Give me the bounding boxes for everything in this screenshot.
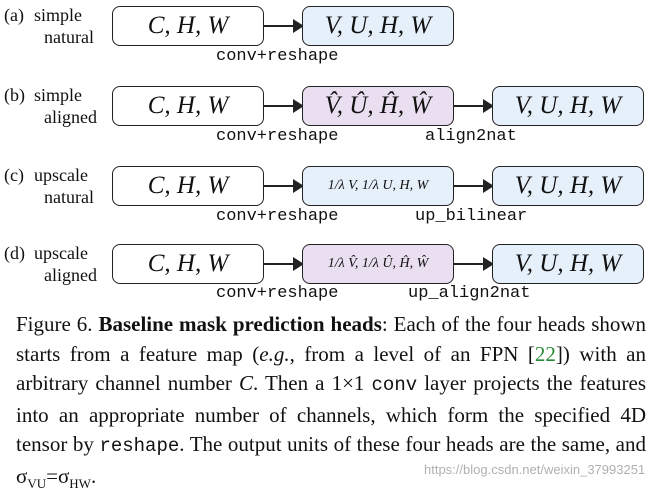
input-tensor-box: C, H, W — [112, 86, 264, 126]
op-label-conv-reshape: conv+reshape — [216, 207, 339, 226]
caption-text: , from a level of an FPN [ — [289, 341, 535, 366]
row-label-line2: natural — [44, 27, 94, 47]
row-label: (d) upscale aligned — [4, 242, 97, 286]
figure-caption: Figure 6. Baseline mask prediction heads… — [16, 310, 646, 498]
input-tensor-box: C, H, W — [112, 6, 264, 46]
caption-text: . Then a 1×1 — [253, 371, 372, 395]
op-label-up-align2nat: up_align2nat — [408, 284, 531, 303]
caption-text: =σ — [46, 463, 70, 488]
row-d: (d) upscale aligned C, H, W 1/λ V̂, 1/λ Û… — [0, 238, 661, 310]
op-label-up-bilinear: up_bilinear — [415, 207, 528, 226]
arrow — [454, 99, 494, 113]
arrow — [264, 179, 304, 193]
op-label-align2nat: align2nat — [425, 127, 517, 146]
row-label: (b) simple aligned — [4, 84, 97, 128]
row-label: (a) simple natural — [4, 4, 94, 48]
input-tensor-box: C, H, W — [112, 166, 264, 206]
citation-link[interactable]: 22 — [534, 341, 556, 366]
op-label-conv-reshape: conv+reshape — [216, 47, 339, 66]
row-a: (a) simple natural C, H, W V, U, H, W con… — [0, 0, 661, 72]
row-label-line2: natural — [44, 187, 94, 207]
intermediate-tensor-box: V̂, Û, Ĥ, Ŵ — [302, 86, 454, 126]
row-tag: (b) — [4, 85, 25, 105]
arrow — [454, 257, 494, 271]
output-tensor-box: V, U, H, W — [302, 6, 454, 46]
arrow — [264, 257, 304, 271]
row-tag: (d) — [4, 243, 25, 263]
caption-text: . — [90, 463, 97, 488]
caption-text: ]) with an arbitrary channel number — [16, 341, 646, 396]
row-label-line1: simple — [34, 85, 82, 105]
figure-label: Figure 6. — [16, 312, 93, 336]
row-label-line1: upscale — [34, 165, 88, 185]
caption-eg: e.g. — [259, 341, 290, 366]
op-label-conv-reshape: conv+reshape — [216, 127, 339, 146]
watermark: https://blog.csdn.net/weixin_37993251 — [424, 462, 646, 477]
row-c: (c) upscale natural C, H, W 1/λ V, 1/λ U,… — [0, 160, 661, 232]
row-tag: (a) — [4, 5, 24, 25]
row-tag: (c) — [4, 165, 24, 185]
caption-text: layer projects the features into an appr… — [16, 371, 646, 456]
reshape-code: reshape — [99, 435, 180, 457]
op-label-conv-reshape: conv+reshape — [216, 284, 339, 303]
conv-code: conv — [371, 374, 418, 396]
row-label-line2: aligned — [44, 107, 97, 127]
subscript-hw: HW — [69, 475, 91, 491]
caption-text: . The output units of these four heads a… — [16, 432, 646, 488]
output-tensor-box: V, U, H, W — [492, 244, 644, 284]
input-tensor-box: C, H, W — [112, 244, 264, 284]
row-label: (c) upscale natural — [4, 164, 94, 208]
intermediate-tensor-box: 1/λ V̂, 1/λ Û, Ĥ, Ŵ — [302, 244, 454, 284]
caption-title: Baseline mask prediction heads — [98, 312, 382, 336]
arrow — [264, 99, 304, 113]
row-label-line2: aligned — [44, 265, 97, 285]
output-tensor-box: V, U, H, W — [492, 86, 644, 126]
subscript-vu: VU — [27, 475, 47, 491]
output-tensor-box: V, U, H, W — [492, 166, 644, 206]
arrow — [454, 179, 494, 193]
arrow — [264, 19, 304, 33]
caption-text: : Each of the four heads shown starts fr… — [16, 312, 647, 366]
row-b: (b) simple aligned C, H, W V̂, Û, Ĥ, Ŵ V,… — [0, 80, 661, 152]
intermediate-tensor-box: 1/λ V, 1/λ U, H, W — [302, 166, 454, 206]
row-label-line1: upscale — [34, 243, 88, 263]
row-label-line1: simple — [34, 5, 82, 25]
channel-symbol: C — [238, 371, 253, 395]
